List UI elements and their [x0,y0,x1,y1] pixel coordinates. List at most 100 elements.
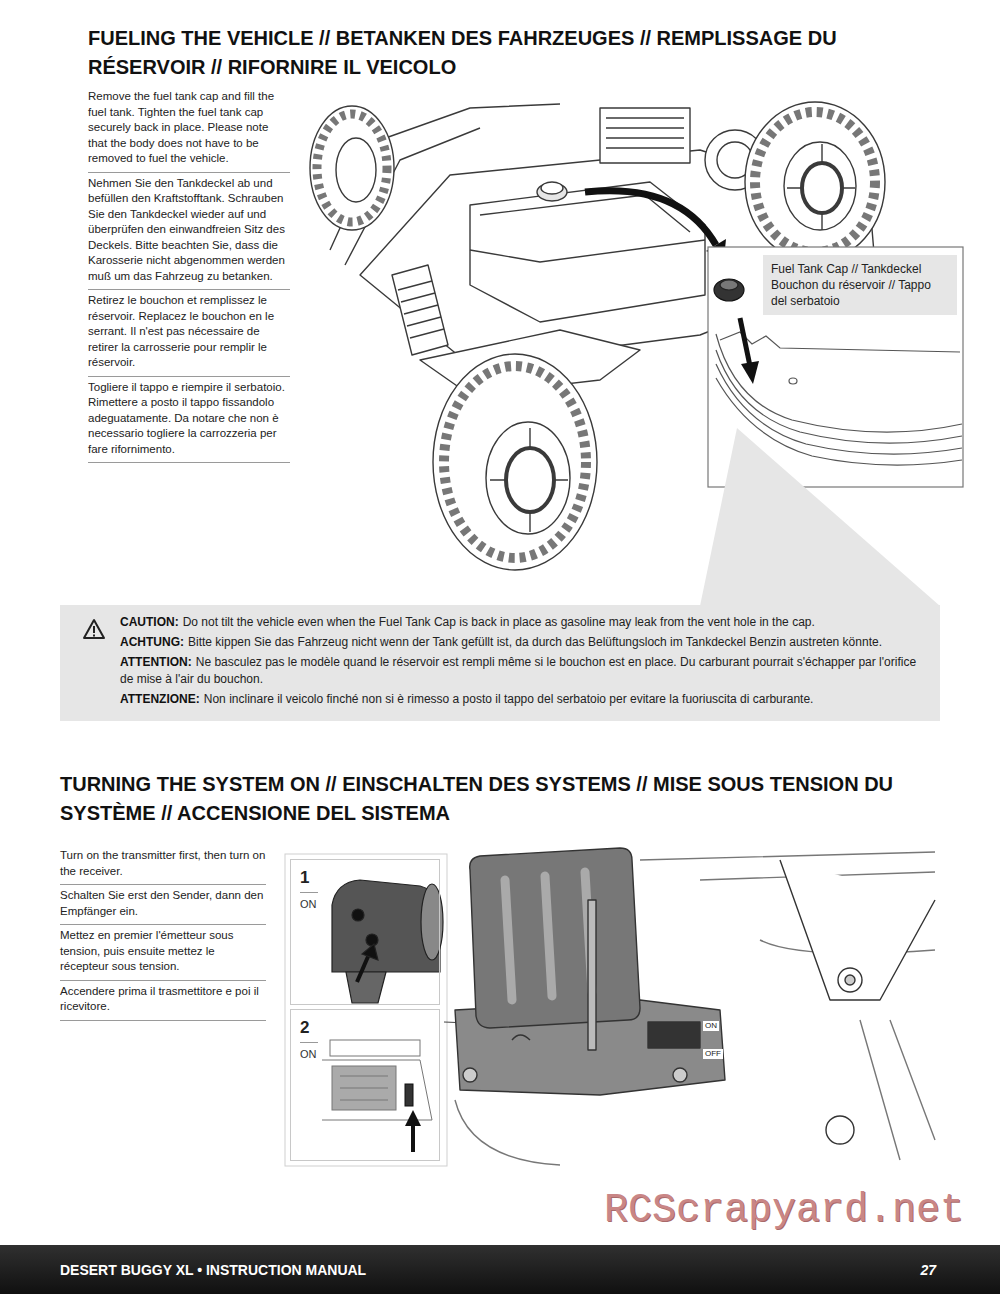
text-column: Remove the fuel tank cap and fill the fu… [88,86,290,463]
receiver-illustration-part [545,876,552,996]
warning-icon-part-part [84,620,104,638]
transmitter-sketch-part [346,972,386,1003]
section-heading: FUELING THE VEHICLE // BETANKEN DES FAHR… [88,24,948,82]
receiver-illustration-part [455,1100,560,1165]
buggy-illustration-part [470,240,705,262]
buggy-illustration-part [433,354,597,570]
buggy-illustration-part [745,102,885,262]
fuel-arrow-part [585,191,716,245]
buggy-illustration-part [541,182,563,194]
switch-label: ON [703,1021,719,1031]
warning-icon-part-part [93,635,95,637]
chassis-sketch-part [330,1040,420,1056]
buggy-illustration-part [398,281,444,338]
chassis-sketch-part [322,1060,432,1120]
caution-text: Bitte kippen Sie das Fahrzeug nicht wenn… [188,635,882,649]
receiver-illustration-part [673,1068,687,1082]
caution-label: CAUTION: [120,615,179,629]
chassis-sketch-part [411,1124,415,1152]
callout-pointer [700,428,940,606]
caution-text: Do not tilt the vehicle even when the Fu… [183,615,815,629]
chassis-sketch-part [340,1076,388,1100]
step-panel: 2ON [290,1009,440,1161]
warning-icon [82,618,106,640]
caution-band: CAUTION: Do not tilt the vehicle even whe… [60,605,940,721]
receiver-illustration-part [648,1022,700,1048]
caution-text: Non inclinare il veicolo finché non si è… [204,692,814,706]
paragraph-text: Nehmen Sie den Tankdeckel ab und befülle… [88,173,290,291]
step-number: 1 [300,868,318,893]
down-arrow-part [740,318,750,366]
buggy-illustration-part [317,114,387,222]
paragraph-text: Retirez le bouchon et remplissez le rése… [88,290,290,377]
step-state: ON [300,1047,430,1061]
page-number: 27 [920,1262,936,1278]
paragraph-text: Togliere il tappo e riempire il serbatoi… [88,377,290,464]
caution-label: ATTENZIONE: [120,692,200,706]
caution-paragraph: CAUTION: Do not tilt the vehicle even whe… [120,614,924,631]
caution-label: ATTENTION: [120,655,192,669]
watermark: RCScrapyard.net [604,1188,964,1233]
detail-inset-part [714,279,744,301]
detail-inset-part [716,350,962,443]
manual-title: DESERT BUGGY XL • INSTRUCTION MANUAL [60,1262,366,1278]
transmitter-sketch [332,880,443,1003]
caution-text: Ne basculez pas le modèle quand le réser… [120,655,916,686]
buggy-illustration-part [787,144,855,230]
buggy-illustration-part [755,112,875,252]
transmitter-sketch-part [362,944,378,960]
callout-box: Fuel Tank Cap // Tankdeckel Bouchon du r… [763,255,957,315]
receiver-illustration-part [780,860,935,1000]
warning-icon-part-part [93,626,95,633]
detail-inset-part [720,280,738,290]
buggy-illustration-part [506,448,554,512]
step-panel: 1ON [290,859,440,1005]
buggy-illustration-part [600,108,690,163]
receiver-illustration-part [845,975,855,985]
receiver-illustration-part [505,880,512,1000]
caution-paragraph: ACHTUNG: Bitte kippen Sie das Fahrzeug ni… [120,634,924,651]
warning-icon-part [82,618,106,640]
transmitter-sketch-part [352,909,364,921]
buggy-illustration-part [490,428,568,532]
buggy-illustration-part [336,138,376,202]
paragraph-text: Mettez en premier l'émetteur sous tensio… [60,925,266,981]
receiver-illustration-part [512,1035,530,1040]
buggy-illustration-part [537,183,567,201]
buggy-illustration-part [392,265,448,355]
text-column: Turn on the transmitter first, then turn… [60,845,266,1021]
paragraph-text: Schalten Sie erst den Sender, dann den E… [60,885,266,925]
buggy-illustration-part [444,366,586,558]
caution-paragraph: ATTENTION:Ne basculez pas le modèle quan… [120,654,924,688]
chassis-sketch-part [405,1084,413,1106]
chassis-sketch-part [405,1110,421,1126]
fuel-arrow [585,191,726,259]
step-state: ON [300,897,430,911]
section-heading: TURNING THE SYSTEM ON // EINSCHALTEN DES… [60,770,940,828]
caution-label: ACHTUNG: [120,635,184,649]
buggy-illustration-part [784,142,856,230]
receiver-illustration-part [588,900,596,1050]
step-number: 2 [300,1018,318,1043]
step-frame [285,854,447,1166]
callout-text: Fuel Tank Cap // Tankdeckel Bouchon du r… [771,261,949,309]
receiver-illustration-part [463,1068,477,1082]
buggy-illustration-part [486,422,570,534]
paragraph-text: Turn on the transmitter first, then turn… [60,845,266,885]
switch-label: OFF [703,1049,723,1059]
caution-paragraph: ATTENZIONE: Non inclinare il veicolo finc… [120,691,924,708]
paragraph-text: Accendere prima il trasmettitore e poi i… [60,981,266,1021]
receiver-illustration-part [826,1116,854,1144]
footer-bar: DESERT BUGGY XL • INSTRUCTION MANUAL 27 [0,1245,1000,1294]
down-arrow-part [741,361,759,384]
detail-inset-part [720,332,960,352]
buggy-illustration-part [802,163,842,213]
buggy-illustration-part [606,118,684,148]
paragraph-text: Remove the fuel tank cap and fill the fu… [88,86,290,173]
chassis-sketch-part [332,1066,396,1110]
down-arrow [740,318,759,384]
receiver-illustration-part [838,968,862,992]
receiver-illustration [455,848,935,1165]
chassis-sketch [322,1040,432,1152]
